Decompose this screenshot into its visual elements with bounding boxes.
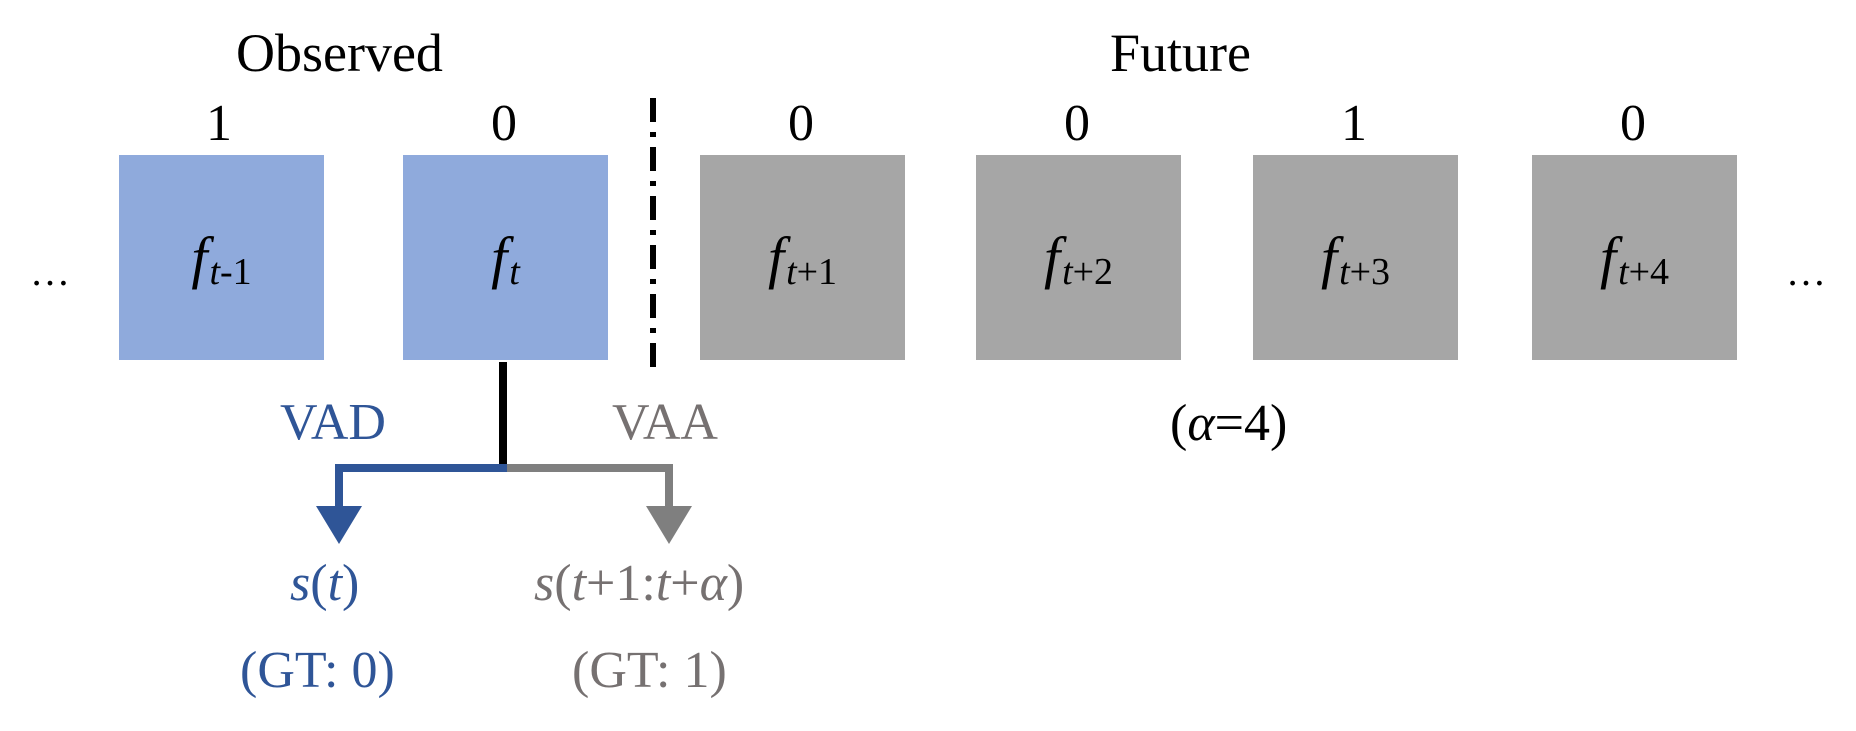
frame-subscript: t+3 [1339, 250, 1390, 294]
frame-label: 0 [1064, 95, 1090, 152]
frame-subscript: t+2 [1062, 250, 1113, 294]
frame-subscript: t [509, 250, 520, 294]
horizon-close: ) [1269, 395, 1288, 452]
frame-label: 1 [1341, 95, 1367, 152]
vaa-output: s(t+1:t+α) [534, 558, 744, 610]
frame-label: 0 [1620, 95, 1646, 152]
vaa-output-alpha: α [699, 555, 727, 612]
frame-label: 0 [788, 95, 814, 152]
frame-symbol: f [1320, 225, 1338, 290]
frame-subscript-var: t [1339, 250, 1350, 293]
frame-label: 1 [206, 95, 232, 152]
vaa-arrowhead [646, 506, 692, 544]
frame-subscript-var: t [1062, 250, 1073, 293]
vad-output-open: ( [310, 555, 328, 612]
vaa-branch-line [507, 464, 673, 506]
vad-label: VAD [280, 394, 386, 451]
vaa-output-close: ) [726, 555, 745, 612]
frame-label: 0 [491, 95, 517, 152]
vad-output-close: ) [342, 555, 360, 612]
vaa-output-plus1: +1: [586, 555, 656, 612]
frame-symbol: f [767, 225, 785, 290]
observed-heading: Observed [236, 23, 443, 83]
horizon-open: ( [1170, 395, 1188, 452]
frame-subscript-offset: +2 [1072, 250, 1114, 293]
vad-ground-truth: (GT: 0) [240, 642, 395, 699]
vaa-output-t1: t [571, 555, 587, 612]
vad-arrowhead [316, 506, 362, 544]
horizon-label: (α=4) [1170, 398, 1287, 450]
ellipsis-left: … [30, 249, 70, 294]
frame-subscript-var: t [786, 250, 797, 293]
horizon-alpha: α [1187, 395, 1215, 452]
vad-branch-line [335, 464, 507, 506]
vaa-output-func: s [534, 555, 555, 612]
frame-subscript-var: t [209, 250, 221, 293]
vad-output-var: t [327, 555, 343, 612]
frame-subscript: t+4 [1618, 250, 1669, 294]
frame-symbol: f [191, 225, 208, 290]
frame-subscript-offset: +1 [796, 250, 838, 293]
vad-output: s(t) [290, 558, 359, 610]
vaa-output-plus2: + [670, 555, 700, 612]
frame-subscript-var: t [509, 250, 520, 293]
vaa-output-open: ( [554, 555, 572, 612]
frame-symbol: f [491, 225, 508, 290]
vad-output-func: s [290, 555, 311, 612]
frame-subscript-var: t [1618, 250, 1629, 293]
vaa-output-t2: t [655, 555, 671, 612]
frame-subscript-offset: -1 [220, 250, 252, 293]
vaa-label: VAA [612, 394, 718, 451]
ellipsis-right: … [1786, 249, 1826, 294]
frame-subscript-offset: +3 [1349, 250, 1391, 293]
horizon-eq: =4 [1214, 395, 1270, 452]
frame-symbol: f [1599, 225, 1617, 290]
frame-subscript: t+1 [786, 250, 837, 294]
vaa-ground-truth: (GT: 1) [572, 642, 727, 699]
frame-subscript: t-1 [209, 250, 251, 294]
frame-symbol: f [1043, 225, 1061, 290]
frame-subscript-offset: +4 [1628, 250, 1670, 293]
future-heading: Future [1110, 23, 1251, 83]
